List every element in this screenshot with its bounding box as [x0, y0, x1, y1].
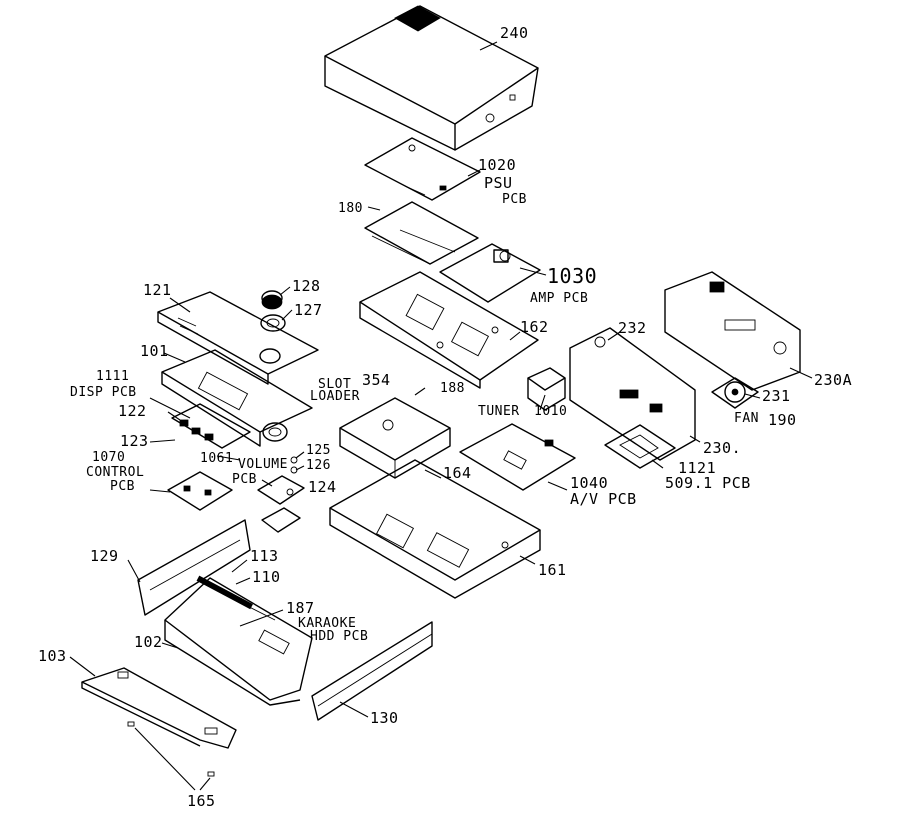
part-label-125: 125 [306, 443, 331, 458]
part-label-102: 102 [134, 633, 163, 651]
part-label-124: 124 [308, 478, 337, 496]
part-label-128: 128 [292, 277, 321, 295]
part-label-180: 180 [338, 201, 363, 216]
part-label-232: 232 [618, 319, 647, 337]
part-label-1030: 1030 [547, 264, 598, 288]
part-label-127: 127 [294, 301, 323, 319]
psu-pcb-1020 [364, 137, 481, 201]
volume-pcb-1061 [257, 456, 305, 533]
control-pcb-label: PCB [110, 479, 135, 494]
part-label-230a: 230A [814, 371, 853, 389]
front-frame-102 [164, 575, 313, 706]
volume-pcb-label: PCB [232, 472, 257, 487]
tuner-1010 [527, 367, 566, 411]
side-bracket-129 [137, 519, 251, 616]
chassis-plate-162 [359, 271, 539, 389]
bottom-plate-103 [81, 667, 237, 749]
part-label-190: 190 [768, 411, 797, 429]
side-panel-130 [311, 621, 433, 721]
part-label-164: 164 [443, 464, 472, 482]
part-label-1121: 1121 [678, 459, 717, 477]
part-label-354: 354 [362, 371, 391, 389]
fan-231 [711, 377, 759, 409]
part-label-162: 162 [520, 318, 549, 336]
part-label-123: 123 [120, 432, 149, 450]
part-label-1111: 1111 [96, 369, 130, 384]
slot-loader-354 [339, 397, 451, 479]
loader-label: LOADER [310, 389, 360, 404]
pcb-5091-label: 509.1 PCB [665, 474, 751, 492]
part-label-121: 121 [143, 281, 172, 299]
part-label-1070: 1070 [92, 450, 126, 465]
part-label-110: 110 [252, 568, 281, 586]
volume-label: VOLUME [238, 457, 288, 472]
knobs-128-127 [260, 290, 286, 332]
part-label-240: 240 [500, 24, 529, 42]
av-pcb-label: A/V PCB [570, 490, 637, 508]
bracket-180 [364, 201, 479, 265]
part-label-230: 230. [703, 439, 742, 457]
disp-pcb-label: DISP PCB [70, 385, 137, 400]
feet-165 [127, 721, 215, 777]
pcb-1121 [604, 424, 676, 469]
part-label-129: 129 [90, 547, 119, 565]
rear-plate-230a [664, 271, 801, 391]
amp-pcb-label: AMP PCB [530, 291, 589, 306]
front-bezel-121 [157, 291, 319, 385]
display-board-122 [171, 403, 251, 449]
part-label-1010: 1010 [534, 404, 568, 419]
top-cover-240 [324, 5, 539, 151]
tuner-label: TUNER [478, 404, 520, 419]
slot-label: SLOT [318, 377, 352, 392]
part-label-113: 113 [250, 547, 279, 565]
leader-lines [69, 41, 813, 791]
part-label-188: 188 [440, 381, 465, 396]
part-label-187: 187 [286, 599, 315, 617]
part-label-1040: 1040 [570, 474, 609, 492]
hdd-pcb-label: HDD PCB [310, 629, 369, 644]
psu-pcb-label: PCB [502, 192, 527, 207]
control-pcb-1070 [167, 471, 233, 511]
part-label-161: 161 [538, 561, 567, 579]
karaoke-label: KARAOKE [298, 616, 357, 631]
part-label-126: 126 [306, 458, 331, 473]
front-panel-101 [161, 349, 313, 447]
part-label-165: 165 [187, 792, 216, 810]
psu-label: PSU [484, 174, 513, 192]
part-label-122: 122 [118, 402, 147, 420]
part-label-101: 101 [140, 342, 169, 360]
main-chassis-161 [329, 459, 541, 599]
part-label-231: 231 [762, 387, 791, 405]
rear-panel-230 [569, 327, 696, 461]
av-pcb-1040 [459, 423, 576, 491]
part-label-1020: 1020 [478, 156, 517, 174]
control-label: CONTROL [86, 465, 145, 480]
part-label-130: 130 [370, 709, 399, 727]
part-label-1061: 1061 [200, 451, 234, 466]
fan-label: FAN [734, 411, 759, 426]
part-label-103: 103 [38, 647, 67, 665]
amp-pcb-1030 [439, 243, 541, 303]
